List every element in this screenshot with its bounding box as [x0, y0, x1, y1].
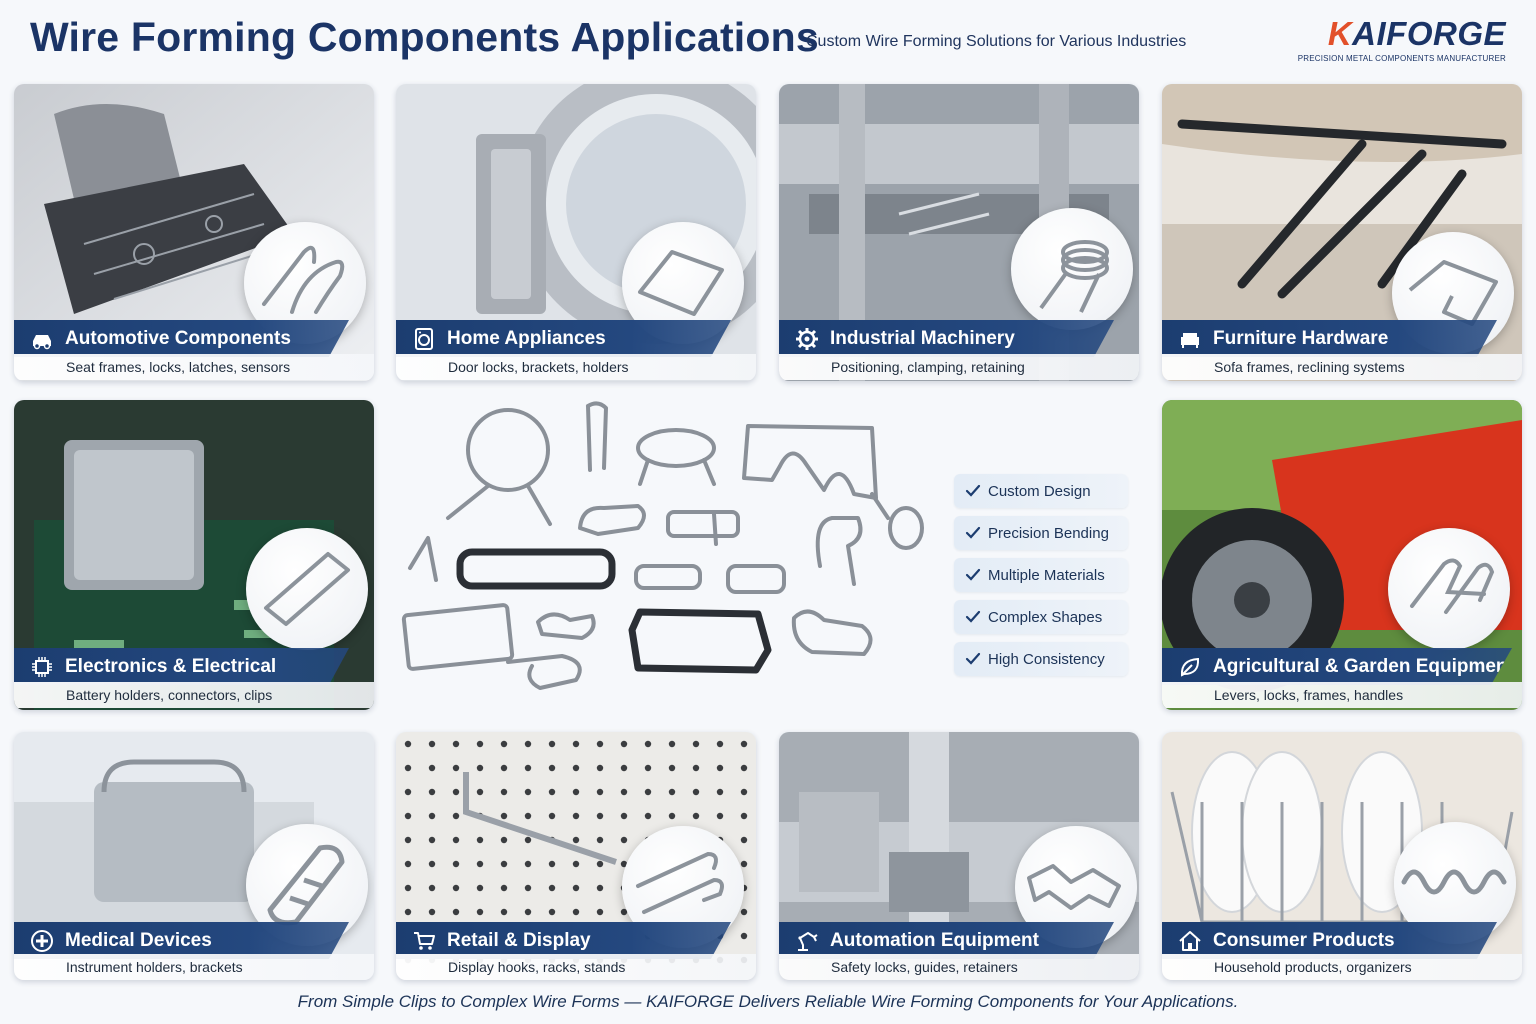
footer-tagline: From Simple Clips to Complex Wire Forms … [297, 992, 1239, 1011]
card-desc: Levers, locks, frames, handles [1214, 687, 1404, 703]
electronics-label-bar: Electronics & Electrical [14, 648, 349, 685]
check-icon [965, 484, 981, 497]
feature-item: Precision Bending [954, 516, 1128, 550]
card-desc: Display hooks, racks, stands [448, 959, 626, 975]
card-title: Electronics & Electrical [65, 655, 277, 677]
card-title: Medical Devices [65, 929, 212, 951]
card-title: Retail & Display [447, 929, 591, 951]
card-automation-equipment[interactable]: Automation Equipment Safety locks, guide… [779, 732, 1139, 980]
card-title: Consumer Products [1213, 929, 1395, 951]
retail-desc-bar: Display hooks, racks, stands [396, 954, 756, 980]
card-desc: Safety locks, guides, retainers [831, 959, 1018, 975]
feature-label: Multiple Materials [988, 566, 1105, 584]
medical-label-bar: Medical Devices [14, 922, 349, 959]
feature-label: Custom Design [988, 482, 1091, 500]
feature-list: Custom Design Precision Bending Multiple… [954, 474, 1128, 684]
furniture-label-bar: Furniture Hardware [1162, 320, 1497, 357]
furniture-desc-bar: Sofa frames, reclining systems [1162, 354, 1522, 380]
card-agricultural-garden[interactable]: Agricultural & Garden Equipment Levers, … [1162, 400, 1522, 710]
logo-tagline: PRECISION METAL COMPONENTS MANUFACTURER [1297, 54, 1506, 63]
retail-label-bar: Retail & Display [396, 922, 731, 959]
header: Wire Forming Components Applications Cus… [0, 0, 1536, 80]
wire-parts-illustration [401, 401, 924, 690]
appliance-label-bar: Home Appliances [396, 320, 731, 357]
brand-logo[interactable]: KAIFORGE PRECISION METAL COMPONENTS MANU… [1297, 16, 1506, 64]
card-title: Automation Equipment [830, 929, 1039, 951]
card-title: Automotive Components [65, 327, 291, 349]
chip-icon [29, 654, 55, 680]
card-desc: Instrument holders, brackets [66, 959, 243, 975]
automotive-desc-bar: Seat frames, locks, latches, sensors [14, 354, 374, 380]
consumer-desc-bar: Household products, organizers [1162, 954, 1522, 980]
feature-item: High Consistency [954, 642, 1128, 676]
automation-desc-bar: Safety locks, guides, retainers [779, 954, 1139, 980]
sofa-icon [1177, 326, 1203, 352]
card-medical-devices[interactable]: Medical Devices Instrument holders, brac… [14, 732, 374, 980]
card-title: Agricultural & Garden Equipment [1213, 655, 1514, 677]
card-title: Home Appliances [447, 327, 606, 349]
card-desc: Seat frames, locks, latches, sensors [66, 359, 291, 375]
check-icon [965, 526, 981, 539]
wire-showcase: Custom Design Precision Bending Multiple… [392, 398, 1144, 710]
consumer-label-bar: Consumer Products [1162, 922, 1497, 959]
card-consumer-products[interactable]: Consumer Products Household products, or… [1162, 732, 1522, 980]
card-automotive[interactable]: Automotive Components Seat frames, locks… [14, 84, 374, 381]
card-desc: Household products, organizers [1214, 959, 1412, 975]
garden-part-bubble [1388, 528, 1510, 650]
page-title: Wire Forming Components Applications [30, 14, 819, 60]
card-retail-display[interactable]: Retail & Display Display hooks, racks, s… [396, 732, 756, 980]
logo-k: K [1327, 15, 1353, 52]
electronics-desc-bar: Battery holders, connectors, clips [14, 682, 374, 708]
electronics-part-bubble [246, 528, 368, 650]
check-icon [965, 568, 981, 581]
logo-wordmark: KAIFORGE [1298, 16, 1506, 52]
garden-desc-bar: Levers, locks, frames, handles [1162, 682, 1522, 708]
robot-arm-icon [794, 928, 820, 954]
shopping-cart-icon [411, 928, 437, 954]
appliance-desc-bar: Door locks, brackets, holders [396, 354, 756, 380]
check-icon [965, 610, 981, 623]
feature-label: Precision Bending [988, 524, 1109, 542]
logo-rest: AIFORGE [1352, 15, 1506, 52]
automation-label-bar: Automation Equipment [779, 922, 1114, 959]
car-icon [29, 326, 55, 352]
machinery-label-bar: Industrial Machinery [779, 320, 1114, 357]
machinery-part-bubble [1011, 208, 1133, 330]
card-electronics-electrical[interactable]: Electronics & Electrical Battery holders… [14, 400, 374, 710]
house-icon [1177, 928, 1203, 954]
feature-item: Custom Design [954, 474, 1128, 508]
feature-label: High Consistency [988, 650, 1105, 668]
check-icon [965, 652, 981, 665]
card-desc: Battery holders, connectors, clips [66, 687, 273, 703]
card-title: Industrial Machinery [830, 327, 1015, 349]
card-furniture-hardware[interactable]: Furniture Hardware Sofa frames, reclinin… [1162, 84, 1522, 381]
card-desc: Sofa frames, reclining systems [1214, 359, 1405, 375]
garden-label-bar: Agricultural & Garden Equipment [1162, 648, 1512, 685]
machinery-desc-bar: Positioning, clamping, retaining [779, 354, 1139, 380]
card-industrial-machinery[interactable]: Industrial Machinery Positioning, clampi… [779, 84, 1139, 381]
card-desc: Door locks, brackets, holders [448, 359, 629, 375]
medical-cross-icon [29, 928, 55, 954]
medical-desc-bar: Instrument holders, brackets [14, 954, 374, 980]
feature-item: Multiple Materials [954, 558, 1128, 592]
leaf-icon [1177, 654, 1203, 680]
card-home-appliances[interactable]: Home Appliances Door locks, brackets, ho… [396, 84, 756, 381]
automotive-label-bar: Automotive Components [14, 320, 349, 357]
feature-label: Complex Shapes [988, 608, 1103, 626]
page-subtitle: Custom Wire Forming Solutions for Variou… [806, 33, 1187, 50]
card-desc: Positioning, clamping, retaining [831, 359, 1025, 375]
gear-icon [794, 326, 820, 352]
washing-machine-icon [411, 326, 437, 352]
card-title: Furniture Hardware [1213, 327, 1389, 349]
feature-item: Complex Shapes [954, 600, 1128, 634]
